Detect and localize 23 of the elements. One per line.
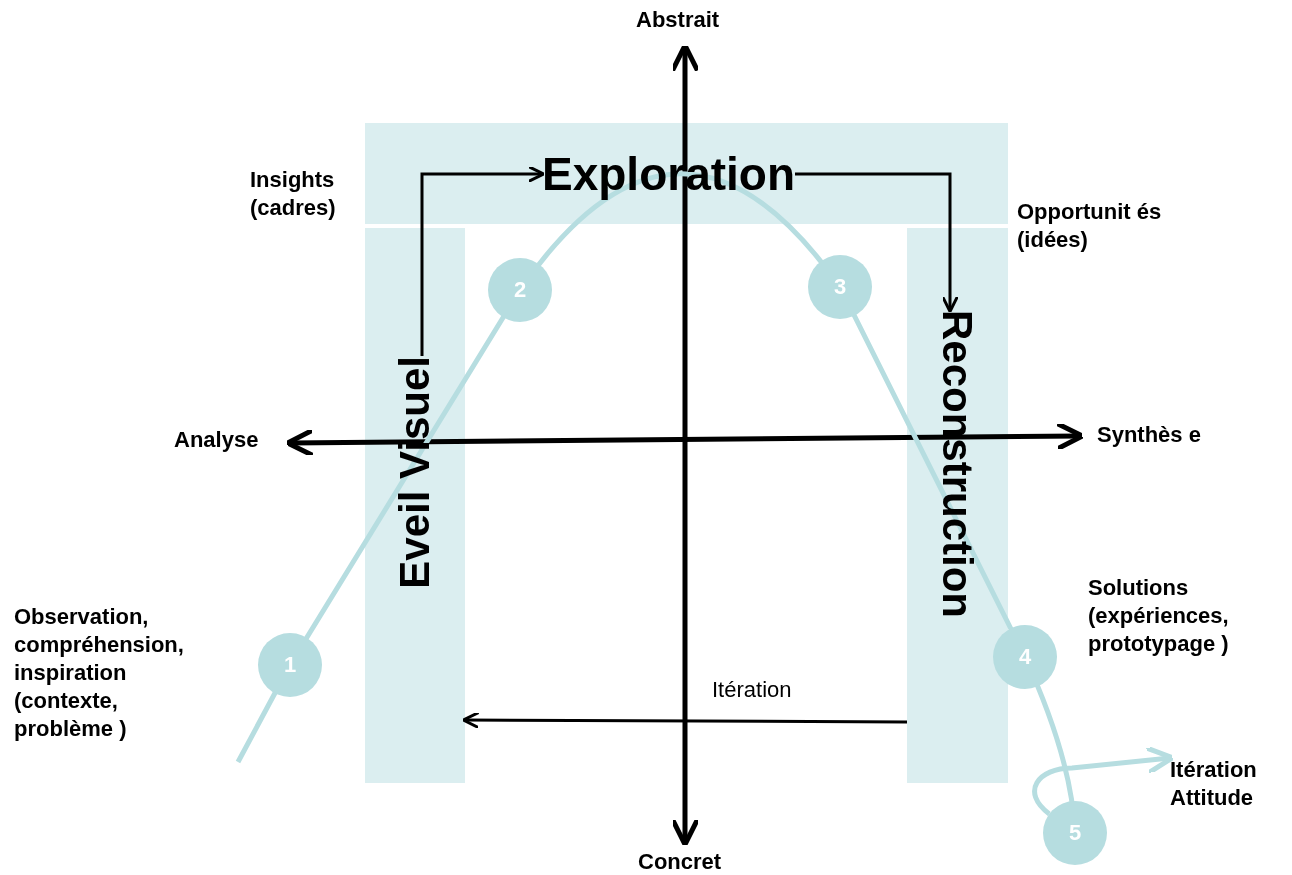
annotation-text: Opportunit és (idées) — [1017, 198, 1163, 254]
vertical-band — [907, 228, 1008, 783]
vertical-band — [365, 228, 465, 783]
annotation-text: Observation, compréhension, inspiration (contexte, problème ) — [14, 603, 185, 743]
axis-label: Concret — [638, 848, 723, 875]
axis-label: Analyse — [174, 426, 260, 454]
annotation-text: Insights (cadres) — [250, 166, 337, 222]
step-number: 1 — [258, 633, 322, 697]
band-title: Eveil Visuel — [394, 356, 436, 589]
arrow — [462, 711, 907, 730]
curved-arrow — [1032, 745, 1175, 816]
axis-label: Synthès e — [1097, 421, 1202, 449]
step-caption: Itération Attitude — [1170, 756, 1292, 812]
step-number: 2 — [488, 258, 552, 322]
arrow — [420, 165, 545, 356]
annotation-text: Solutions (expériences, prototypage ) — [1088, 574, 1230, 658]
exploration-band — [365, 123, 1008, 224]
step-number: 5 — [1043, 801, 1107, 865]
axis-label: Abstrait — [636, 6, 721, 34]
band-title: Reconstruction — [936, 310, 978, 619]
arrow — [795, 172, 959, 313]
step-number: 3 — [808, 255, 872, 319]
step-number: 4 — [993, 625, 1057, 689]
